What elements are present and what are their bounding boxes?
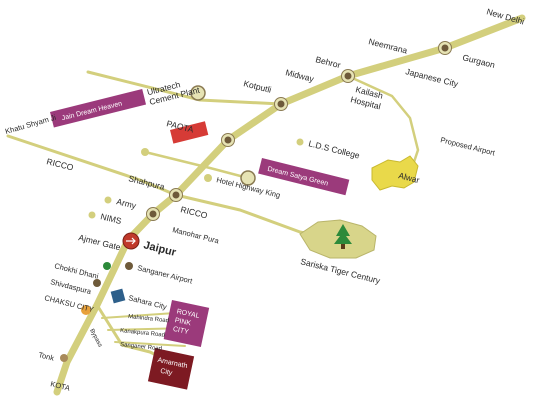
label-gurgaon: Gurgaon <box>462 52 497 70</box>
royal-pink-city-label-2: PINK <box>174 317 192 327</box>
label-jaipur: Jaipur <box>142 239 178 259</box>
label-nims: NIMS <box>100 211 123 226</box>
label-khatu-shyam-ji: Khatu Shyam Ji <box>4 113 57 136</box>
node-sahara-city <box>110 288 126 304</box>
label-shahpura: Shahpura <box>128 173 166 192</box>
label-kotputli: Kotputli <box>243 78 273 95</box>
amarnath-city-box: Amarnath City <box>147 348 195 390</box>
label-ultratech: UltratechCement Plant <box>146 75 201 107</box>
node-tonk <box>60 354 68 362</box>
label-manohar-pura: Manohar Pura <box>172 225 221 245</box>
label-ricco: RICCO <box>180 204 209 220</box>
label-chokhi-dhani: Chokhi Dhani <box>54 261 100 281</box>
label-neemrana: Neemrana <box>368 36 409 55</box>
node-shivdaspura <box>93 279 101 287</box>
node-ultratech <box>190 85 206 101</box>
label-proposed-airport: Proposed Airport <box>440 135 497 157</box>
label-ajmer-gate: Ajmer Gate <box>78 232 122 252</box>
tree-icon <box>334 224 352 249</box>
road-alwar <box>346 74 420 170</box>
label-bypass: Bypass <box>88 328 103 348</box>
royal-pink-city-label-3: CITY <box>172 326 189 336</box>
road-jain-dream <box>143 150 250 180</box>
node-sanganer-airport <box>125 262 133 270</box>
amarnath-city-label-2: City <box>160 368 174 377</box>
royal-pink-city-label-1: ROYAL <box>176 308 200 320</box>
road-sanganer <box>114 341 186 347</box>
label-tonk: Tonk <box>38 350 56 363</box>
label-sanganer-road: Sanganer Road <box>120 342 162 352</box>
paota-marker <box>170 121 209 144</box>
label-sahara-city: Sahara City <box>128 293 168 311</box>
label-behror: Behror <box>315 54 342 70</box>
label-shivdaspura: Shivdaspura <box>50 277 93 296</box>
label-mahindra-road: Mahindra Road <box>128 314 169 324</box>
label-army: Army <box>116 196 138 211</box>
label-kanakpura-road: Kanakpura Road <box>120 328 165 339</box>
label-ricco-west: RICCO <box>46 156 75 172</box>
node-nims <box>88 211 96 219</box>
node-hotel-highway-king <box>204 174 212 182</box>
road-khatu-shyam <box>6 134 178 197</box>
label-sanganer-airport: Sanganer Airport <box>137 263 195 286</box>
node-chokhi-dhani <box>103 262 111 270</box>
node-jain-dream <box>141 148 149 156</box>
label-midway: Midway <box>285 67 316 84</box>
alwar-area <box>371 155 419 191</box>
label-japanese-city: Japanese City <box>405 66 460 89</box>
jaipur-arrow-icon <box>126 237 136 245</box>
node-army <box>104 196 112 204</box>
node-lds-college <box>296 138 304 146</box>
jain-dream-heaven-box: Jain Dream Heaven <box>50 89 147 128</box>
label-lds-college: L.D.S College <box>308 138 362 160</box>
label-sariska: Sariska Tiger Century <box>300 256 382 286</box>
node-chaksu-city <box>81 305 91 315</box>
node-dream-satya <box>240 170 256 186</box>
nodes <box>60 41 452 362</box>
royal-pink-city-box: ROYAL PINK CITY <box>163 300 210 348</box>
roads <box>6 14 526 396</box>
label-chaksu-city: CHAKSU CITY <box>44 293 95 314</box>
